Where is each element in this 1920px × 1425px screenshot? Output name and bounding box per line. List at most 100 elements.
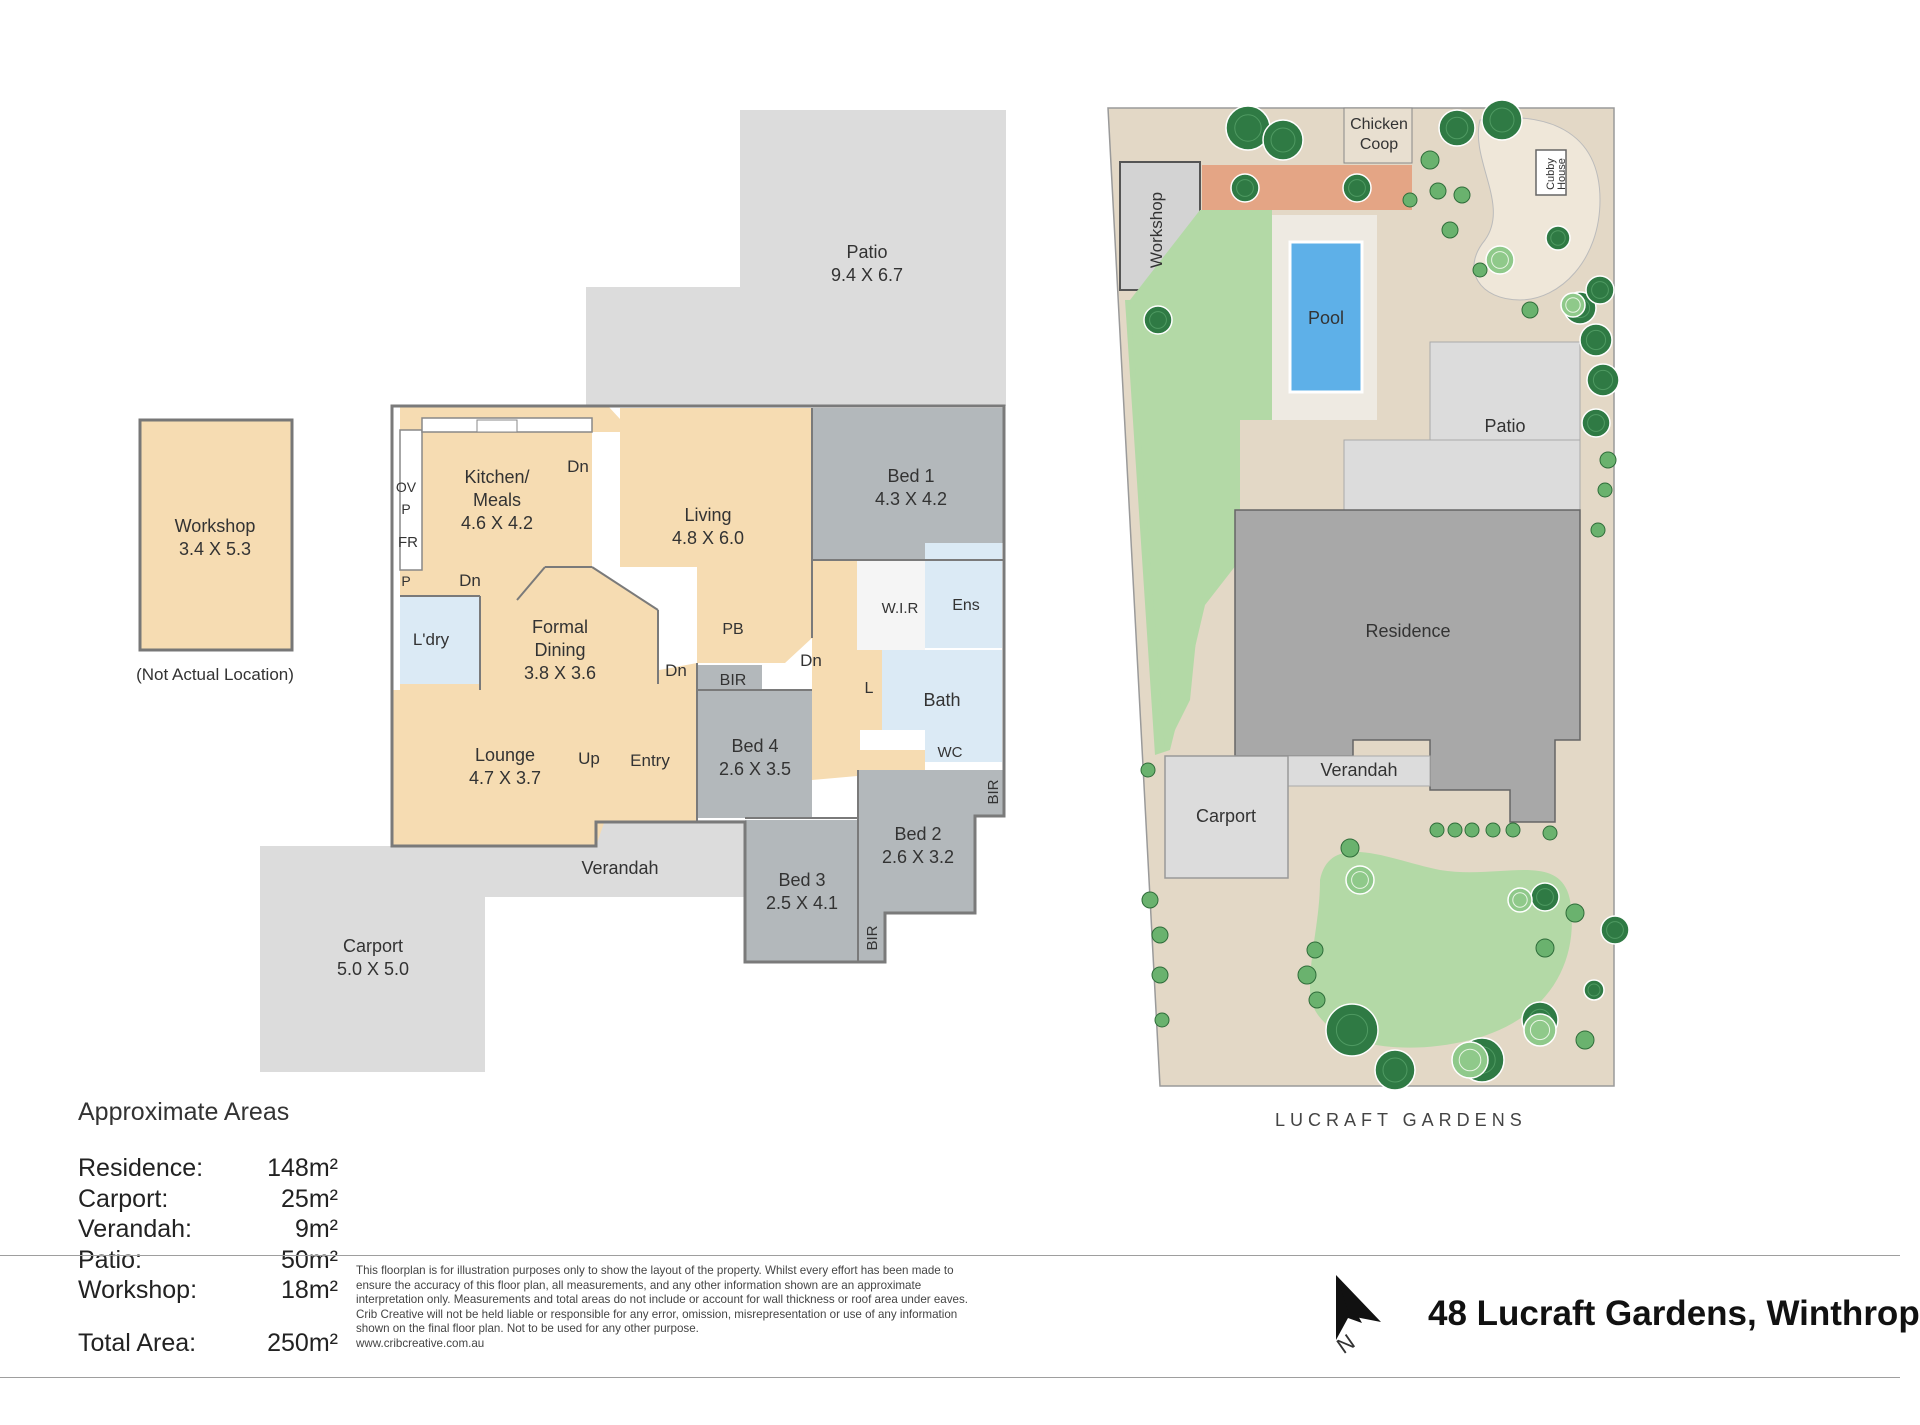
site-pool [1288,240,1364,394]
workshop-room [138,418,294,652]
site-tree-light-2 [1451,1041,1489,1079]
site-shrub-20 [1565,903,1585,923]
label-bir-bed4: BIR [720,672,747,689]
site-shrub-2 [1402,192,1418,208]
site-lawn-lower [1310,851,1572,1048]
site-chicken-coop [1343,107,1413,164]
site-shrub-10 [1140,762,1156,778]
kitchen-bench [399,429,423,571]
label-lounge-size: 4.7 X 3.7 [469,768,541,788]
footer-divider-top [0,1255,1900,1256]
site-label-chicken: Chicken [1350,116,1408,133]
approximate-areas: Approximate Areas Residence:148m² Carpor… [78,1098,338,1358]
label-carport: Carport [343,936,403,956]
label-bed4: Bed 4 [731,736,778,756]
area-row-patio: Patio:50m² [78,1245,338,1274]
site-label-coop: Coop [1360,136,1398,153]
site-tree-light-4 [1560,292,1586,318]
label-dn-dining: Dn [665,661,687,680]
label-workshop-size: 3.4 X 5.3 [179,539,251,559]
label-patio: Patio [846,242,887,262]
site-label-residence: Residence [1365,621,1450,641]
site-lawn-upper [1130,210,1272,750]
site-shrub-22 [1429,822,1445,838]
label-dn-laundry: Dn [459,571,481,590]
label-bed2-size: 2.6 X 3.2 [882,847,954,867]
house-outline [390,404,1006,964]
bed1-room [812,408,1004,560]
label-dining-2: Dining [534,640,585,660]
area-row-carport: Carport:25m² [78,1184,338,1213]
area-row-total: Total Area:250m² [78,1328,338,1357]
site-shrub-5 [1472,262,1488,278]
site-shrub-6 [1521,301,1539,319]
label-bed4-size: 2.6 X 3.5 [719,759,791,779]
bir-bed3 [858,913,885,963]
site-tree-4-ring [1348,179,1366,197]
disclaimer: This floorplan is for illustration purpo… [356,1264,976,1352]
label-bir-bed3: BIR [864,925,881,950]
site-tree-6-ring [1550,230,1566,246]
wir-room [857,560,925,650]
label-verandah: Verandah [581,858,658,878]
site-tree-13 [1325,1003,1379,1057]
site-verandah [1287,755,1431,787]
living-room [620,408,812,663]
label-bir-bed2: BIR [985,779,1002,804]
ensuite-room [925,543,1002,648]
site-tree-1 [1262,119,1304,161]
site-tree-light-0-ring [1491,251,1509,269]
site-tree-light-1-ring [1351,871,1369,889]
label-carport-size: 5.0 X 5.0 [337,959,409,979]
label-bed3-size: 2.5 X 4.1 [766,893,838,913]
site-tree-6 [1545,225,1571,251]
site-shrub-0 [1420,150,1440,170]
site-tree-5-ring [1236,179,1254,197]
label-dn-kitchen: Dn [567,457,589,476]
site-label-verandah: Verandah [1320,760,1397,780]
site-tree-0-ring [1234,114,1262,142]
site-tree-17-ring [1536,888,1554,906]
site-tree-5 [1230,173,1260,203]
site-carport [1164,755,1289,879]
site-label-cubby-2: House [1556,158,1568,190]
label-workshop: Workshop [175,516,256,536]
site-shrub-19 [1535,938,1555,958]
label-ens: Ens [952,597,980,614]
site-tree-14-ring [1382,1057,1408,1083]
label-up: Up [578,749,600,768]
site-tree-3-ring [1445,116,1469,140]
site-tree-18 [1600,915,1630,945]
site-tree-3 [1438,109,1476,147]
compass-arrow-right [1336,1275,1381,1322]
site-label-cubby-1: Cubby [1545,158,1557,190]
site-tree-17 [1530,882,1560,912]
disclaimer-website: www.cribcreative.com.au [356,1336,485,1350]
site-label-carport: Carport [1196,806,1256,826]
site-shrub-26 [1505,822,1521,838]
site-tree-light-5 [1507,887,1533,913]
site-shrub-3 [1453,186,1471,204]
lounge-room [392,690,605,846]
site-shrub-15 [1297,965,1317,985]
label-bath: Bath [923,690,960,710]
label-wir: W.I.R [882,600,919,617]
label-dn-hall: Dn [800,651,822,670]
laundry-room [400,596,480,684]
area-row-verandah: Verandah:9m² [78,1215,338,1243]
site-tree-19 [1583,979,1605,1001]
site-tree-14 [1374,1049,1416,1091]
site-tree-19-ring [1587,983,1601,997]
street-name: LUCRAFT GARDENS [1275,1110,1527,1130]
site-shrub-11 [1141,891,1159,909]
label-kitchen-2: Meals [473,490,521,510]
site-shrub-4 [1441,221,1459,239]
site-tree-10 [1586,363,1620,397]
label-entry: Entry [630,751,670,770]
label-wc: WC [938,744,963,761]
label-pb: PB [722,621,743,638]
label-fridge: FR [398,534,418,551]
site-tree-light-5-ring [1512,892,1528,908]
site-tree-light-0 [1485,245,1515,275]
